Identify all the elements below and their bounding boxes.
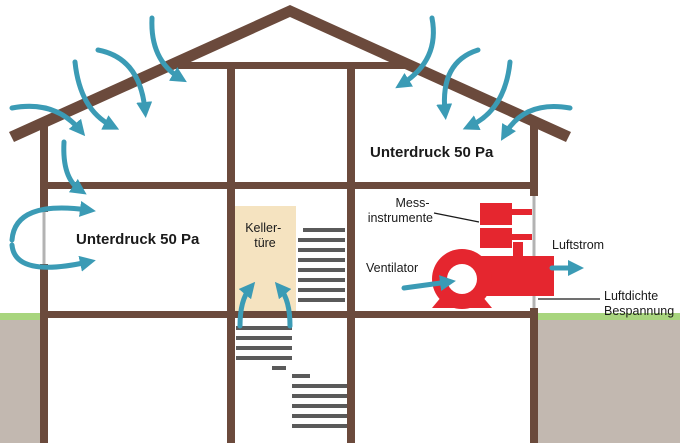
ground-left [0,318,46,443]
ground-right [536,318,680,443]
measuring-label: Mess- instrumente [368,196,433,225]
membrane-label: Luftdichte Bespannung [604,289,674,318]
pressure-label-middle: Unterdruck 50 Pa [76,231,200,248]
grass-left [0,313,46,320]
fan-label: Ventilator [366,261,418,275]
air-arrow-icon [9,15,585,329]
cellar-door-label: Keller- türe [245,221,285,250]
airflow-label: Luftstrom [552,238,604,252]
grass-right [536,313,680,320]
fan-icon [432,242,554,309]
leader-measuring [433,212,480,223]
pressure-label-upper: Unterdruck 50 Pa [370,144,494,161]
measuring-instrument-icon [480,203,532,248]
stairs-lower [236,326,348,428]
stairs-upper [298,228,345,302]
